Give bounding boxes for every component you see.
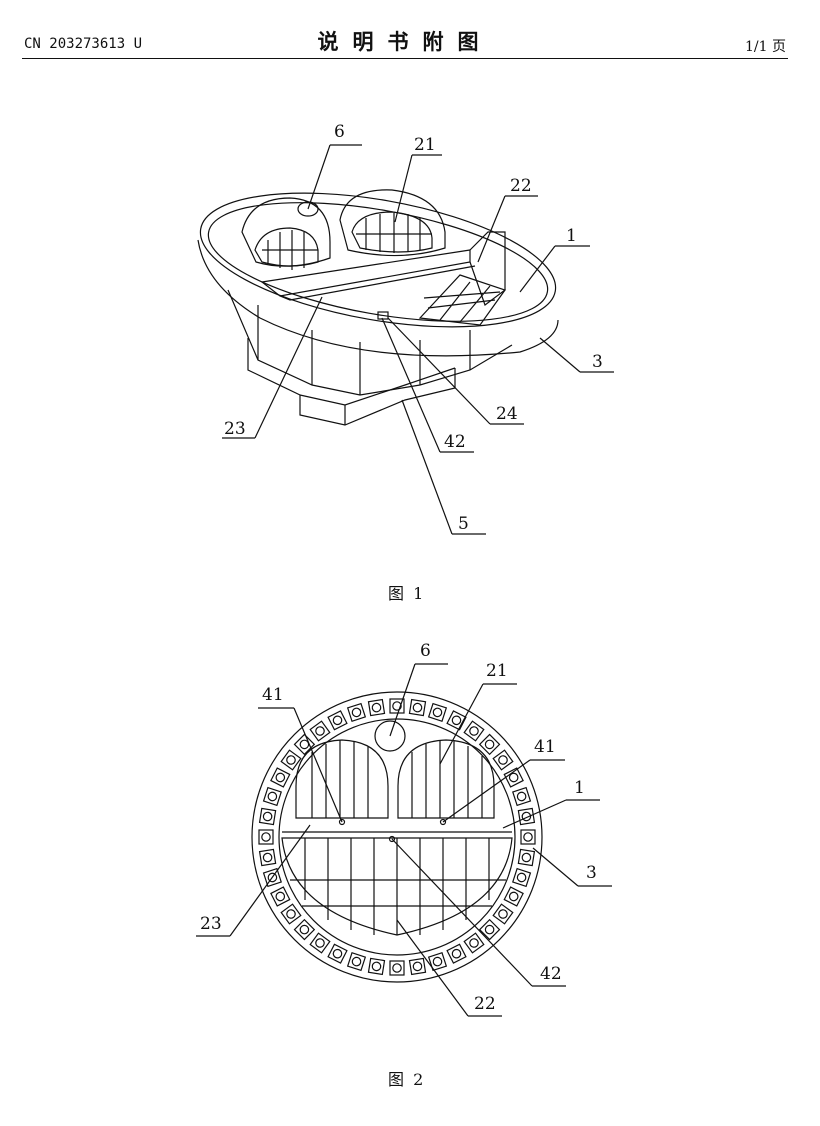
rim-square [327,943,348,964]
rim-square [258,807,277,826]
rim-square [520,829,536,845]
rim-square [463,720,485,742]
rim-square [427,702,448,722]
rim-square [478,918,501,941]
rim-square [408,698,427,717]
rim-square [427,952,448,972]
rim-square [389,960,405,976]
fig2-label-22: 22 [474,994,496,1014]
header-rule [22,58,788,59]
rim-square [309,932,331,954]
rim-square [327,710,348,731]
figure-1-caption: 图 1 [388,584,426,603]
rim-square [478,733,501,756]
fig1-label-6: 6 [334,122,345,142]
figure-2-caption: 图 2 [388,1070,426,1089]
rim-square [258,848,277,867]
rim-square [270,767,291,788]
rim-square [517,848,536,867]
rim-square [389,698,405,714]
figure-2-drawing: 6 21 41 41 1 3 23 42 22 [196,641,612,1017]
rim-square [367,698,386,717]
rim-square [262,867,282,888]
fig1-label-1: 1 [566,226,577,246]
rim-square [408,957,427,976]
rim-square [258,829,274,845]
fig2-label-42: 42 [540,964,562,984]
fig2-label-6: 6 [420,641,431,661]
rim-square [293,918,316,941]
fig2-label-3: 3 [586,863,597,883]
fig2-label-21: 21 [486,661,508,681]
rim-square [309,720,331,742]
fig2-label-41-right: 41 [534,737,556,757]
rim-square [503,886,524,907]
fig1-label-3: 3 [592,352,603,372]
rim-square [512,786,532,807]
fig2-label-1: 1 [574,778,585,798]
rim-square [367,957,386,976]
rim-square [280,749,302,771]
fig2-label-23: 23 [200,914,222,934]
fig1-label-24: 24 [496,404,518,424]
rim-square [293,733,316,756]
fig1-label-21: 21 [414,135,436,155]
rim-square [446,943,467,964]
rim-square [463,932,485,954]
rim-square [346,702,367,722]
rim-square [280,903,302,925]
rim-square [270,886,291,907]
rim-square [446,710,467,731]
rim-square [512,867,532,888]
fig1-label-42: 42 [444,432,466,452]
rim-square [517,807,536,826]
rim-square [262,786,282,807]
rim-square [503,767,524,788]
fig1-label-22: 22 [510,176,532,196]
fig2-label-41-left: 41 [262,685,284,705]
page-header-title: 说明书附图 [317,30,493,54]
page-number: 1/1 页 [745,39,786,55]
fig1-label-5: 5 [458,514,469,534]
rim-square [492,903,514,925]
figure-1-drawing: 6 21 22 1 3 23 24 42 5 [197,122,614,535]
publication-number: CN 203273613 U [24,36,143,52]
rim-square [492,749,514,771]
fig1-label-23: 23 [224,419,246,439]
rim-square [346,952,367,972]
